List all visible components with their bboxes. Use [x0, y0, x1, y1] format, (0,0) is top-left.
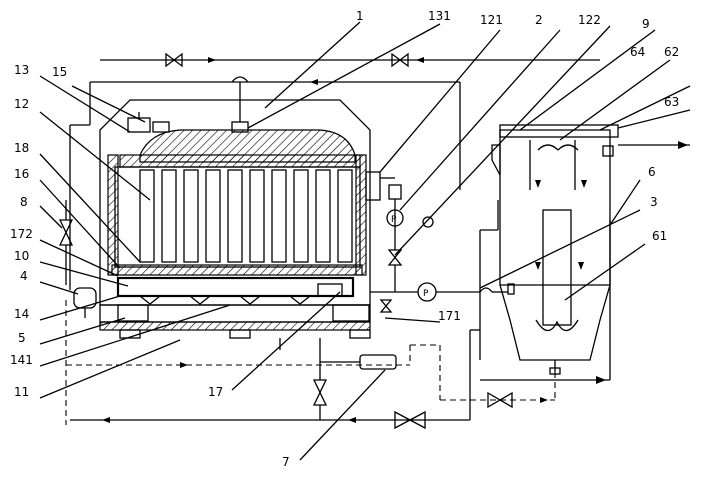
- label-121: 121: [480, 13, 503, 27]
- label-62: 62: [664, 45, 679, 59]
- label-6: 6: [648, 165, 656, 179]
- label-15: 15: [52, 65, 67, 79]
- label-3: 3: [650, 195, 658, 209]
- top-pipeline: [69, 52, 600, 290]
- label-16: 16: [14, 167, 29, 181]
- label-18: 18: [14, 141, 29, 155]
- label-171: 171: [438, 309, 461, 323]
- label-2: 2: [535, 13, 543, 27]
- svg-text:P: P: [391, 215, 397, 225]
- leader-lines: [39, 21, 691, 461]
- label-9: 9: [642, 17, 650, 31]
- svg-text:P: P: [423, 289, 429, 299]
- left-valve-and-tank: [58, 200, 97, 425]
- label-10: 10: [14, 249, 29, 263]
- right-instrument-column: P: [365, 171, 434, 313]
- labels: 1 131 121 2 122 9 64 62 63 13 15 12 18 1…: [10, 9, 679, 469]
- label-11: 11: [14, 385, 29, 399]
- label-4: 4: [20, 269, 28, 283]
- label-172: 172: [10, 227, 33, 241]
- label-8: 8: [20, 195, 28, 209]
- label-5: 5: [18, 331, 26, 345]
- label-12: 12: [14, 97, 29, 111]
- right-separator: [480, 124, 690, 384]
- label-7: 7: [282, 455, 290, 469]
- bottom-pipelines: [66, 329, 556, 430]
- label-122: 122: [578, 13, 601, 27]
- label-131: 131: [428, 9, 451, 23]
- top-valve-assembly: [127, 94, 249, 133]
- label-63: 63: [664, 95, 679, 109]
- filter-tube-bank: [139, 169, 353, 263]
- label-141: 141: [10, 353, 33, 367]
- label-64: 64: [630, 45, 645, 59]
- label-1: 1: [356, 9, 364, 23]
- label-13: 13: [14, 63, 29, 77]
- label-61: 61: [652, 229, 667, 243]
- pump-line: P: [370, 200, 508, 360]
- main-vessel: [99, 99, 371, 339]
- label-17: 17: [208, 385, 223, 399]
- label-14: 14: [14, 307, 29, 321]
